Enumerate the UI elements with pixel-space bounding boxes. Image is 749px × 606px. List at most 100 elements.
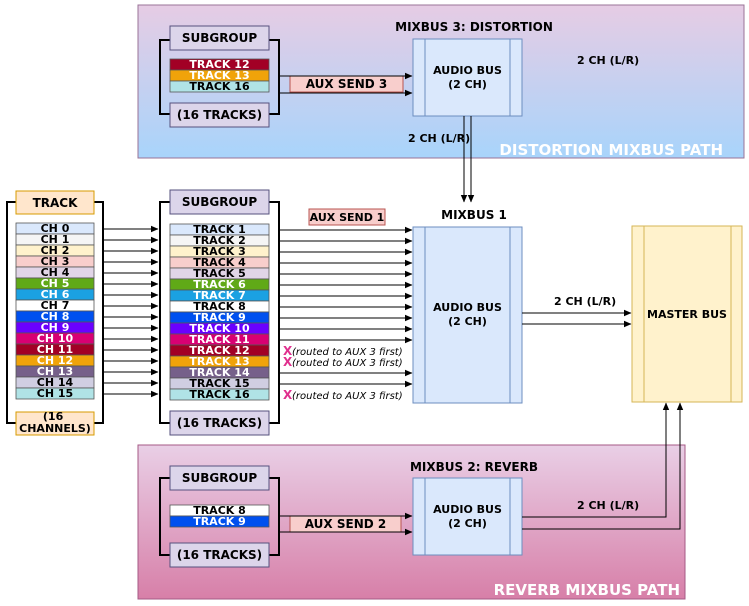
track-label: TRACK 9: [193, 311, 246, 324]
routed-x-mark: X: [283, 344, 293, 358]
aux-send-3-label: AUX SEND 3: [306, 77, 387, 91]
track-label: TRACK 7: [193, 289, 246, 302]
channel-label: CH 0: [41, 222, 70, 235]
channel-label: CH 3: [41, 255, 70, 268]
subgroup-box: [169, 189, 270, 215]
track-label: TRACK 1: [193, 223, 246, 236]
mixbus3-bus-label: AUDIO BUS: [433, 64, 502, 77]
track-box: [169, 388, 270, 401]
track-label: TRACK 5: [193, 267, 246, 280]
channel-label: CH 6: [41, 288, 70, 301]
track-to-bus-arrows: X(routed to AUX 3 first)X(routed to AUX …: [279, 226, 413, 402]
track-label: TRACK 10: [189, 322, 250, 335]
channel-label: CH 4: [41, 266, 70, 279]
mixbus3-footer-box: [169, 102, 270, 128]
channel-label: CH 13: [37, 365, 73, 378]
mixbus1-bus-label: AUDIO BUS: [433, 301, 502, 314]
subgroup-label: SUBGROUP: [182, 195, 258, 209]
mixbus2-to-master-arrow-l: [522, 402, 670, 518]
channel-label: CH 15: [37, 387, 73, 400]
mixbus1-bus-sub: (2 CH): [448, 315, 487, 328]
aux-send-2-label: AUX SEND 2: [305, 517, 386, 531]
routed-note: (routed to AUX 3 first): [292, 358, 403, 369]
mixbus3-subgroup-label: SUBGROUP: [182, 31, 258, 45]
mixbus2-bus-sub: (2 CH): [448, 517, 487, 530]
track-label: TRACK 14: [189, 366, 250, 379]
track-header-box: [15, 190, 95, 215]
channel-label: CH 11: [37, 343, 73, 356]
mixbus2-track-label: TRACK 8: [193, 504, 246, 517]
channels-footer-line-2: CHANNELS): [19, 422, 91, 435]
subgroup-bracket-right: [269, 201, 280, 424]
distortion-panel-label: DISTORTION MIXBUS PATH: [499, 141, 723, 159]
mixbus1-audio-bus: [412, 226, 523, 404]
reverb-panel: REVERB MIXBUS PATH MIXBUS 2: REVERB SUBG…: [137, 444, 686, 600]
mixbus1-title: MIXBUS 1: [441, 208, 507, 222]
mixbus3-track-label: TRACK 16: [189, 80, 250, 93]
mixbus3-bracket-right: [269, 39, 280, 115]
track-label: TRACK 15: [189, 377, 249, 390]
channels-footer-label: (16 CHANNELS): [19, 410, 91, 435]
channel-label: CH 2: [41, 244, 70, 257]
channel-to-track-arrows: [103, 225, 159, 398]
channel-label: CH 8: [41, 310, 70, 323]
track-label: TRACK 16: [189, 388, 250, 401]
mixbus2-bus-label: AUDIO BUS: [433, 503, 502, 516]
mixbus3-footer-label: (16 TRACKS): [177, 108, 262, 122]
aux-send-1-box: [308, 208, 386, 226]
channel-label: CH 7: [41, 299, 70, 312]
track-label: TRACK 4: [193, 256, 246, 269]
mixbus2-bracket-left: [159, 477, 170, 556]
master-bus: [631, 225, 743, 403]
mixbus2-footer-label: (16 TRACKS): [177, 548, 262, 562]
channel-label: CH 10: [37, 332, 74, 345]
mixbus3-audio-bus: [412, 38, 523, 117]
mixbus3-track-label: TRACK 12: [189, 58, 249, 71]
track-label: TRACK 2: [193, 234, 246, 247]
channel-list: CH 0CH 1CH 2CH 3CH 4CH 5CH 6CH 7CH 8CH 9…: [15, 222, 95, 400]
channel-label: CH 1: [41, 233, 70, 246]
master-bus-label: MASTER BUS: [647, 308, 727, 321]
reverb-panel-label: REVERB MIXBUS PATH: [494, 581, 680, 599]
track-label: TRACK 8: [193, 300, 246, 313]
channel-bracket-left: [6, 201, 16, 424]
aux-send-1-label: AUX SEND 1: [310, 211, 385, 224]
routed-x-mark: X: [283, 355, 293, 369]
routed-note: (routed to AUX 3 first): [292, 347, 403, 358]
track-label: TRACK 13: [189, 355, 249, 368]
mixbus2-track-label: TRACK 9: [193, 515, 246, 528]
track-label: TRACK 3: [193, 245, 246, 258]
subgroup-bracket-left: [159, 201, 170, 424]
distortion-panel: DISTORTION MIXBUS PATH MIXBUS 3: DISTORT…: [137, 4, 745, 159]
track-label: TRACK 6: [193, 278, 246, 291]
subgroup-footer-box: [169, 410, 270, 436]
mixbus2-footer-box: [169, 542, 270, 568]
routed-note: (routed to AUX 3 first): [292, 391, 403, 402]
subgroup-footer-label: (16 TRACKS): [177, 416, 262, 430]
mixbus3-bracket-left: [159, 39, 170, 115]
channels-footer-line-1: (16: [43, 410, 64, 423]
mixbus3-title: MIXBUS 3: DISTORTION: [395, 20, 553, 34]
channels-footer-box: [15, 411, 95, 436]
mixbus2-title: MIXBUS 2: REVERB: [410, 460, 538, 474]
channel-bracket-right: [94, 201, 104, 424]
channel-label: CH 5: [41, 277, 70, 290]
mixbus2-track-box: [169, 515, 270, 528]
channel-box: [15, 387, 95, 400]
mixbus2-subgroup-label: SUBGROUP: [182, 471, 258, 485]
mixbus2-subgroup-box: [169, 465, 270, 491]
mixbus2-to-master-arrow-r: [522, 402, 684, 530]
channel-label: CH 9: [41, 321, 70, 334]
mixbus3-subgroup-box: [169, 25, 270, 51]
channel-label: CH 14: [37, 376, 74, 389]
main-routing: TRACK CH 0CH 1CH 2CH 3CH 4CH 5CH 6CH 7CH…: [6, 189, 743, 436]
track-label: TRACK 11: [189, 333, 249, 346]
mixbus3-out-label: 2 CH (L/R): [408, 132, 470, 145]
mixbus3-track-label: TRACK 13: [189, 69, 249, 82]
mixbus3-side-label: 2 CH (L/R): [577, 54, 639, 67]
routed-x-mark: X: [283, 388, 293, 402]
mixbus3-track-box: [169, 80, 270, 93]
